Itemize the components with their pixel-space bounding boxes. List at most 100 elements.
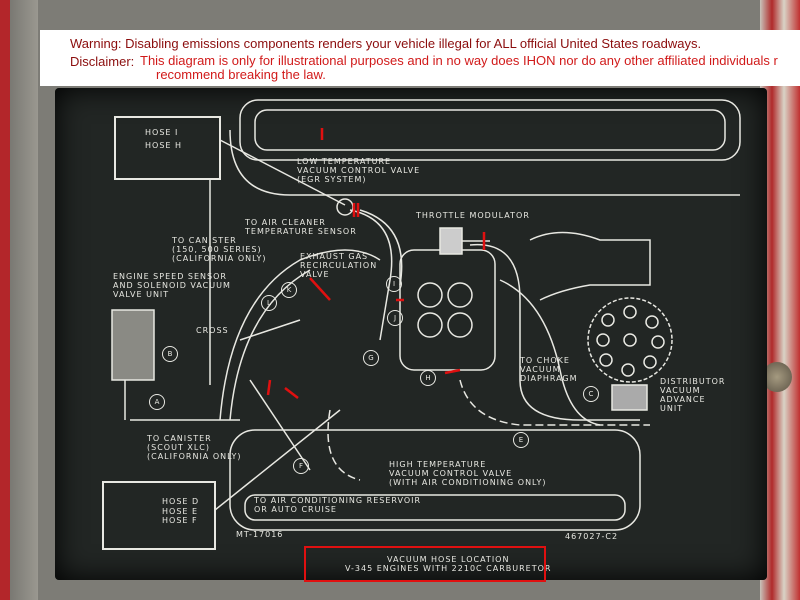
label-line: TEMPERATURE SENSOR [245, 227, 357, 236]
valve-cover-top [239, 99, 741, 161]
red-paint-edge [0, 0, 10, 600]
label-line: TO AIR CLEANER [245, 218, 326, 227]
valve-cover-bottom [229, 429, 641, 531]
distributor-terminal [596, 333, 610, 347]
label-line: TO CHOKE [520, 356, 570, 365]
distributor-terminal [621, 363, 635, 377]
disclaimer-text: This diagram is only for illustrational … [140, 54, 800, 82]
label-hose-e: HOSE E [162, 507, 199, 516]
red-annotations [266, 128, 486, 399]
label-line: (150, 500 SERIES) [172, 245, 262, 254]
carburetor-barrel [447, 312, 473, 338]
title-highlight-box [304, 546, 546, 582]
label-line: EXHAUST GAS [300, 252, 369, 261]
label-cross: CROSS [196, 326, 229, 335]
label-line: OR AUTO CRUISE [254, 505, 337, 514]
label-line: (SCOUT XLC) [147, 443, 211, 452]
red-mark [266, 379, 272, 396]
label-throttle-modulator: THROTTLE MODULATOR [416, 211, 530, 220]
hose-marker-h: H [420, 370, 436, 386]
distributor-terminal [651, 335, 665, 349]
label-hose-i: HOSE I [145, 128, 179, 137]
label-line: (CALIFORNIA ONLY) [147, 452, 242, 461]
hose-marker-k: K [281, 282, 297, 298]
low-temp-valve [336, 198, 354, 216]
hose-marker-b: B [162, 346, 178, 362]
label-line: VACUUM CONTROL VALVE [297, 166, 421, 175]
title-line: V-345 ENGINES WITH 2210C CARBURETOR [345, 564, 552, 573]
hose-marker-a: A [149, 394, 165, 410]
warning-banner [40, 30, 800, 86]
hose-line [219, 249, 381, 421]
label-line: TO CANISTER [147, 434, 212, 443]
label-line: VALVE [300, 270, 330, 279]
title-line: VACUUM HOSE LOCATION [387, 555, 510, 564]
label-line: AND SOLENOID VACUUM [113, 281, 231, 290]
label-line: VACUUM CONTROL VALVE [389, 469, 513, 478]
hose-line [249, 379, 311, 471]
screw-head [762, 362, 792, 392]
hose-marker-c: C [583, 386, 599, 402]
red-mark [309, 277, 331, 301]
label-line: VACUUM [520, 365, 561, 374]
label-line: DIAPHRAGM [520, 374, 578, 383]
hose-marker-j: J [387, 310, 403, 326]
label-line: HIGH TEMPERATURE [389, 460, 487, 469]
hose-line [359, 209, 403, 286]
hose-box-top [114, 116, 221, 180]
part-number-right: 467027-C2 [565, 532, 619, 541]
hose-marker-i: I [386, 276, 402, 292]
label-line: DISTRIBUTOR [660, 377, 726, 386]
distributor-advance-unit [611, 384, 648, 411]
red-mark [444, 368, 461, 375]
label-hose-h: HOSE H [145, 141, 183, 150]
carburetor-barrel [447, 282, 473, 308]
disclaimer-label: Disclaimer: [70, 54, 135, 69]
distributor-terminal [623, 333, 637, 347]
hose-dashed [327, 409, 361, 481]
part-number-left: MT-17016 [236, 530, 284, 539]
label-line: RECIRCULATION [300, 261, 378, 270]
label-line: VACUUM [660, 386, 701, 395]
red-mark [284, 387, 299, 399]
hose-marker-g: G [363, 350, 379, 366]
hose-marker-l: L [261, 295, 277, 311]
label-canister-150: TO CANISTER(150, 500 SERIES)(CALIFORNIA … [172, 236, 267, 263]
distributor-terminal [643, 355, 657, 369]
hose-marker-f: F [293, 458, 309, 474]
valve-cover-top-inner [254, 109, 726, 151]
label-line: TO CANISTER [172, 236, 237, 245]
label-line: (WITH AIR CONDITIONING ONLY) [389, 478, 547, 487]
throttle-modulator [439, 227, 463, 255]
hose-line [469, 243, 640, 421]
label-line: LOW TEMPERATURE [297, 157, 392, 166]
warning-text: Warning: Disabling emissions components … [70, 36, 702, 51]
label-hose-d: HOSE D [162, 497, 200, 506]
hose-dashed [459, 379, 650, 426]
manifold-top [229, 129, 740, 196]
label-line: VALVE UNIT [113, 290, 170, 299]
disclaimer-line: This diagram is only for illustrational … [140, 53, 778, 68]
distributor-terminal [601, 313, 615, 327]
hose-line [229, 269, 311, 421]
distributor-terminal [645, 315, 659, 329]
hose-line [219, 139, 346, 206]
carburetor-barrel [417, 282, 443, 308]
hose-line [499, 279, 601, 426]
label-hose-f: HOSE F [162, 516, 198, 525]
label-line: (EGR SYSTEM) [297, 175, 367, 184]
label-line: ADVANCE [660, 395, 706, 404]
distributor-terminal [599, 353, 613, 367]
hose-box-bottom [102, 481, 216, 550]
hose-marker-e: E [513, 432, 529, 448]
label-line: UNIT [660, 404, 684, 413]
